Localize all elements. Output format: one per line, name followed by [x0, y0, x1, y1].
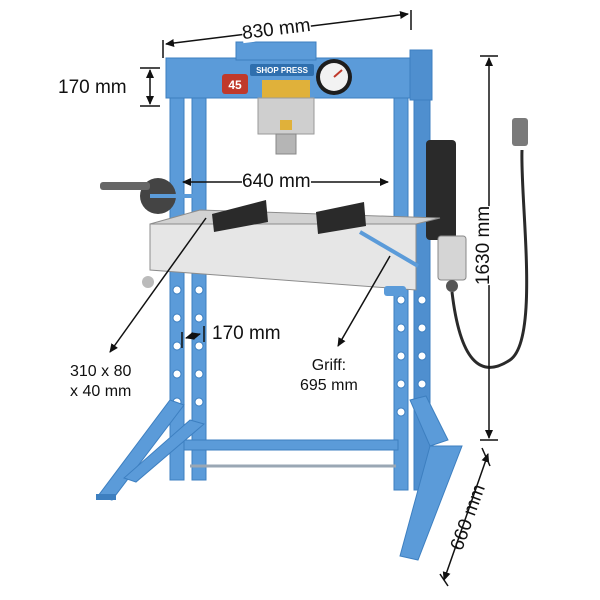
handle-leader: [337, 255, 391, 347]
capacity-badge: 45: [228, 78, 242, 92]
depth-line: [442, 453, 490, 581]
plate-size-label: 310 x 80 x 40 mm: [70, 362, 131, 402]
step-height-label: 170 mm: [212, 323, 281, 344]
handle-line1: Griff:: [311, 357, 347, 374]
step-line: [185, 331, 201, 341]
overall-height-label: 1630 mm: [473, 205, 495, 286]
winch: [100, 178, 196, 214]
press-bed: [142, 200, 441, 296]
beam-height-label: 170 mm: [58, 77, 127, 98]
brand-plate-text: SHOP PRESS: [256, 66, 309, 75]
depth-ext-top: [481, 447, 491, 467]
plate-size-line1: 310 x 80: [70, 363, 132, 380]
top-beam-details: SHOP PRESS 45: [222, 59, 352, 98]
handle-line2: 695 mm: [300, 377, 358, 394]
plate-leader: [109, 217, 207, 353]
hydraulic-ram: [257, 97, 315, 155]
air-pump: [426, 118, 529, 369]
inner-width-label: 640 mm: [242, 171, 311, 192]
handle-length-label: Griff: 695 mm: [300, 356, 358, 396]
plate-size-line2: x 40 mm: [70, 383, 132, 400]
